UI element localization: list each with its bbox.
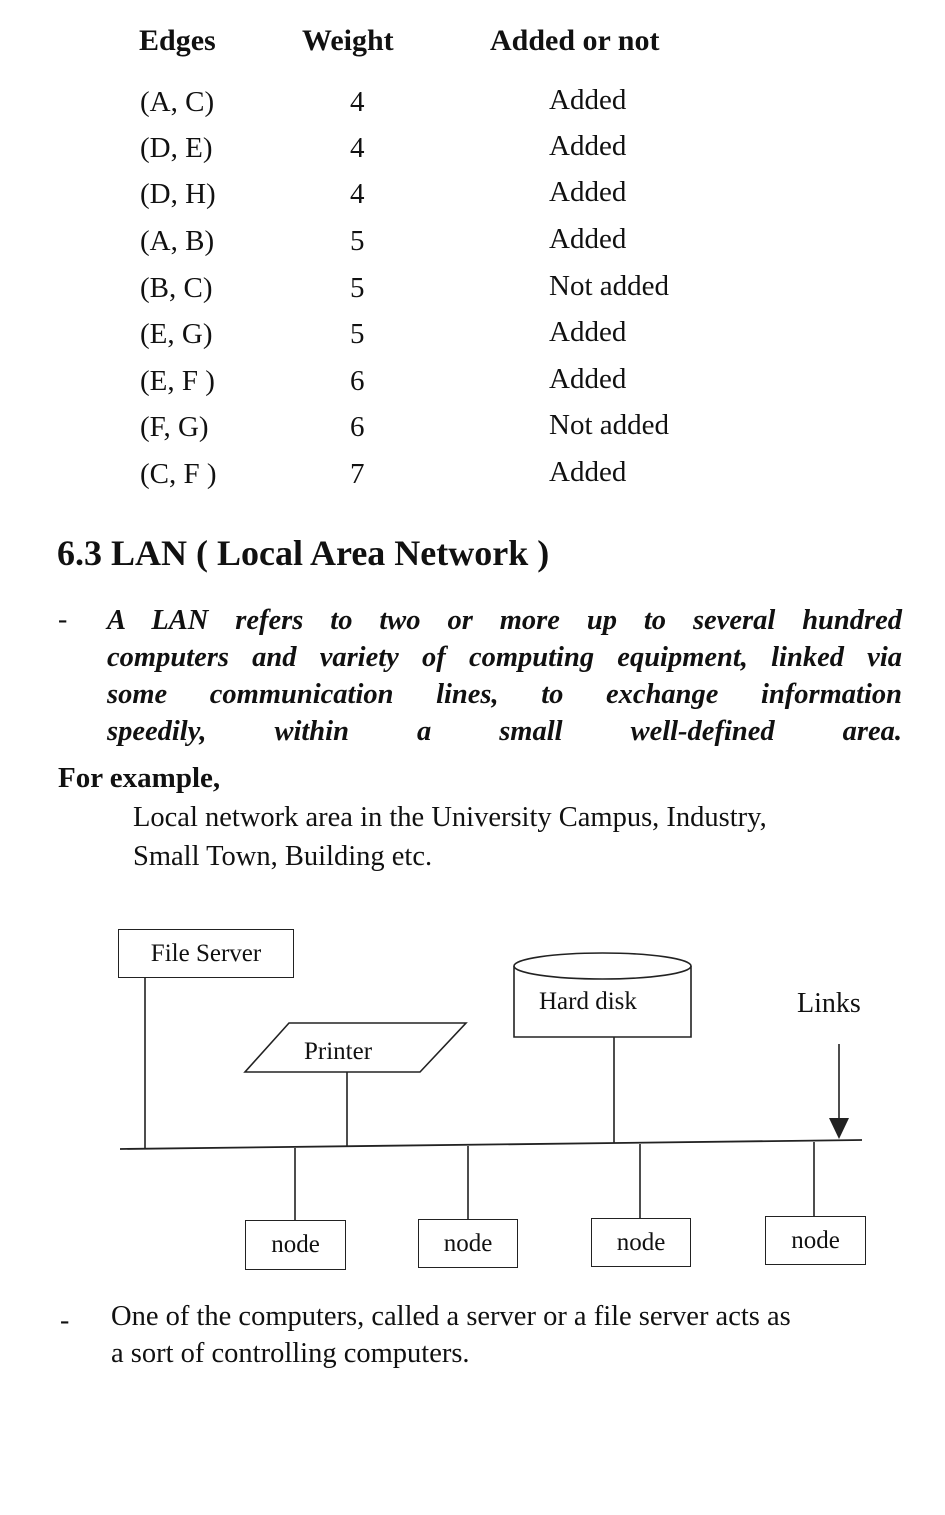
table-header-weight: Weight — [302, 24, 394, 57]
table-cell-status: Added — [549, 316, 627, 348]
table-cell-edge: (D, E) — [140, 132, 213, 164]
bus-line — [119, 1139, 863, 1150]
node-label: node — [616, 1228, 666, 1256]
table-cell-edge: (F, G) — [140, 411, 209, 443]
table-header-edges: Edges — [139, 24, 216, 57]
table-cell-weight: 7 — [350, 458, 365, 490]
table-cell-edge: (A, C) — [140, 86, 215, 118]
file-server-box: File Server — [118, 929, 294, 978]
hard-disk-body — [513, 966, 692, 1038]
table-cell-weight: 6 — [350, 411, 365, 443]
table-cell-status: Added — [549, 130, 627, 162]
example-label: For example, — [58, 762, 221, 794]
example-line: Small Town, Building etc. — [133, 841, 433, 872]
bottom-line: One of the computers, called a server or… — [111, 1301, 791, 1332]
table-cell-edge: (A, B) — [140, 225, 215, 257]
hard-disk-top — [513, 952, 692, 980]
definition-line: speedily, within a small well-defined ar… — [107, 716, 902, 747]
table-cell-edge: (B, C) — [140, 272, 213, 304]
table-cell-weight: 5 — [350, 318, 365, 350]
bottom-line: a sort of controlling computers. — [111, 1338, 470, 1369]
example-line: Local network area in the University Cam… — [133, 802, 767, 833]
table-cell-edge: (D, H) — [140, 178, 216, 210]
node-box: node — [765, 1216, 866, 1265]
table-cell-edge: (C, F ) — [140, 458, 217, 490]
definition-line: A LAN refers to two or more up to severa… — [107, 605, 902, 636]
links-label: Links — [797, 988, 861, 1019]
node-box: node — [418, 1219, 518, 1268]
node-label: node — [791, 1226, 840, 1254]
table-cell-weight: 4 — [350, 178, 365, 210]
definition-dash: - — [58, 604, 68, 635]
table-cell-status: Added — [549, 84, 627, 116]
definition-paragraph: A LAN refers to two or more up to severa… — [107, 602, 902, 750]
file-server-label: File Server — [150, 939, 262, 967]
table-cell-weight: 4 — [350, 86, 365, 118]
table-cell-status: Not added — [549, 270, 669, 302]
table-cell-status: Added — [549, 363, 627, 395]
printer-label: Printer — [304, 1038, 373, 1065]
bottom-dash: - — [60, 1305, 70, 1336]
table-cell-weight: 6 — [350, 365, 365, 397]
table-cell-edge: (E, G) — [140, 318, 213, 350]
table-cell-status: Added — [549, 456, 627, 488]
table-cell-status: Added — [549, 223, 627, 255]
definition-line: computers and variety of computing equip… — [107, 642, 902, 673]
node-box: node — [245, 1220, 346, 1270]
node-label: node — [271, 1231, 320, 1258]
table-cell-weight: 5 — [350, 272, 365, 304]
table-cell-status: Not added — [549, 409, 669, 441]
table-header-added: Added or not — [490, 24, 660, 57]
links-arrow-head — [829, 1118, 849, 1139]
table-cell-weight: 5 — [350, 225, 365, 257]
node-label: node — [443, 1229, 493, 1257]
printer-shape — [243, 1022, 468, 1073]
table-cell-edge: (E, F ) — [140, 365, 215, 397]
definition-line: some communication lines, to exchange in… — [107, 679, 902, 710]
hard-disk-label: Hard disk — [539, 988, 637, 1015]
section-heading: 6.3 LAN ( Local Area Network ) — [57, 533, 550, 573]
table-cell-weight: 4 — [350, 132, 365, 164]
node-box: node — [591, 1218, 691, 1267]
table-cell-status: Added — [549, 176, 627, 208]
